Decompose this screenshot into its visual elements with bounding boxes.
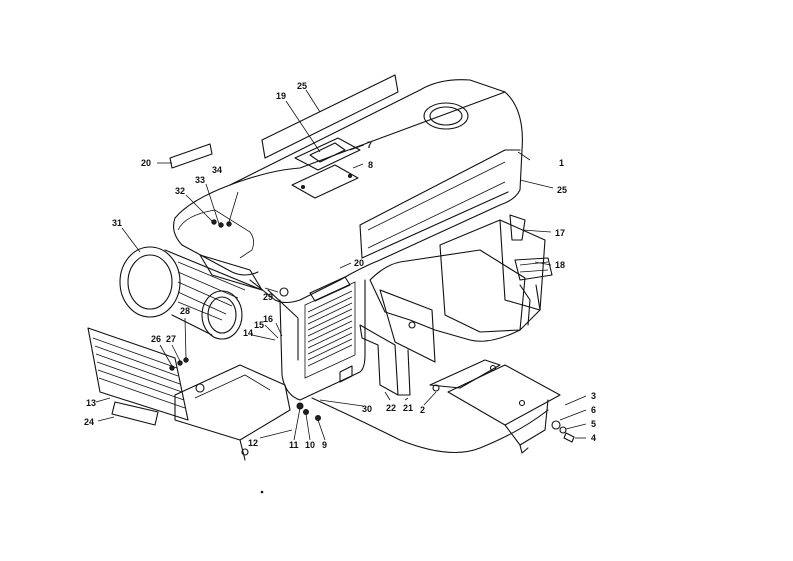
- callout-8: 8: [368, 160, 373, 170]
- callout-30: 30: [362, 404, 372, 414]
- instrument-plate: [291, 137, 361, 199]
- callout-3: 3: [591, 391, 596, 401]
- callout-18: 18: [555, 260, 565, 270]
- hood-bolts: [211, 219, 232, 228]
- callout-33: 33: [195, 175, 205, 185]
- callout-15: 15: [254, 320, 264, 330]
- callout-20-right: 20: [354, 258, 364, 268]
- callout-labels: 1 2 3 4 5 6 7 8 9 10 11 12 13 14 15 16 1…: [84, 81, 596, 450]
- grille: [87, 327, 189, 426]
- cable: [311, 397, 549, 454]
- callout-6: 6: [591, 405, 596, 415]
- headlight-bezel: [119, 246, 263, 340]
- leader-lines: [95, 89, 587, 441]
- callout-26: 26: [151, 334, 161, 344]
- side-panel: [359, 249, 526, 396]
- callout-11: 11: [289, 440, 299, 450]
- callout-5: 5: [591, 419, 596, 429]
- callout-32: 32: [175, 186, 185, 196]
- callout-25-top: 25: [297, 81, 307, 91]
- callout-7: 7: [367, 140, 372, 150]
- hinge-plate: [429, 359, 561, 454]
- callout-16: 16: [263, 314, 273, 324]
- hinge-bolts: [551, 420, 575, 443]
- bracket-bolts: [296, 402, 321, 421]
- callout-21: 21: [403, 403, 413, 413]
- callout-17: 17: [555, 228, 565, 238]
- callout-12: 12: [248, 438, 258, 448]
- callout-2: 2: [420, 405, 425, 415]
- hood: [173, 79, 523, 401]
- callout-19: 19: [276, 91, 286, 101]
- side-box: [439, 214, 553, 333]
- callout-13: 13: [86, 398, 96, 408]
- callout-9: 9: [322, 440, 327, 450]
- callout-27: 27: [166, 334, 176, 344]
- callout-1: 1: [559, 158, 564, 168]
- callout-14: 14: [243, 328, 253, 338]
- hood-top-decal: [261, 74, 399, 159]
- callout-10: 10: [305, 440, 315, 450]
- callout-22: 22: [386, 403, 396, 413]
- callout-20-left: 20: [141, 158, 151, 168]
- callout-25-right: 25: [557, 185, 567, 195]
- callout-31: 31: [112, 218, 122, 228]
- callout-28: 28: [180, 306, 190, 316]
- callout-4: 4: [591, 433, 596, 443]
- bottom-bracket: [174, 364, 291, 461]
- callout-34: 34: [212, 165, 222, 175]
- stray-mark: [260, 490, 264, 494]
- callout-24: 24: [84, 417, 94, 427]
- callout-29: 29: [263, 292, 273, 302]
- decal-small: [169, 143, 213, 169]
